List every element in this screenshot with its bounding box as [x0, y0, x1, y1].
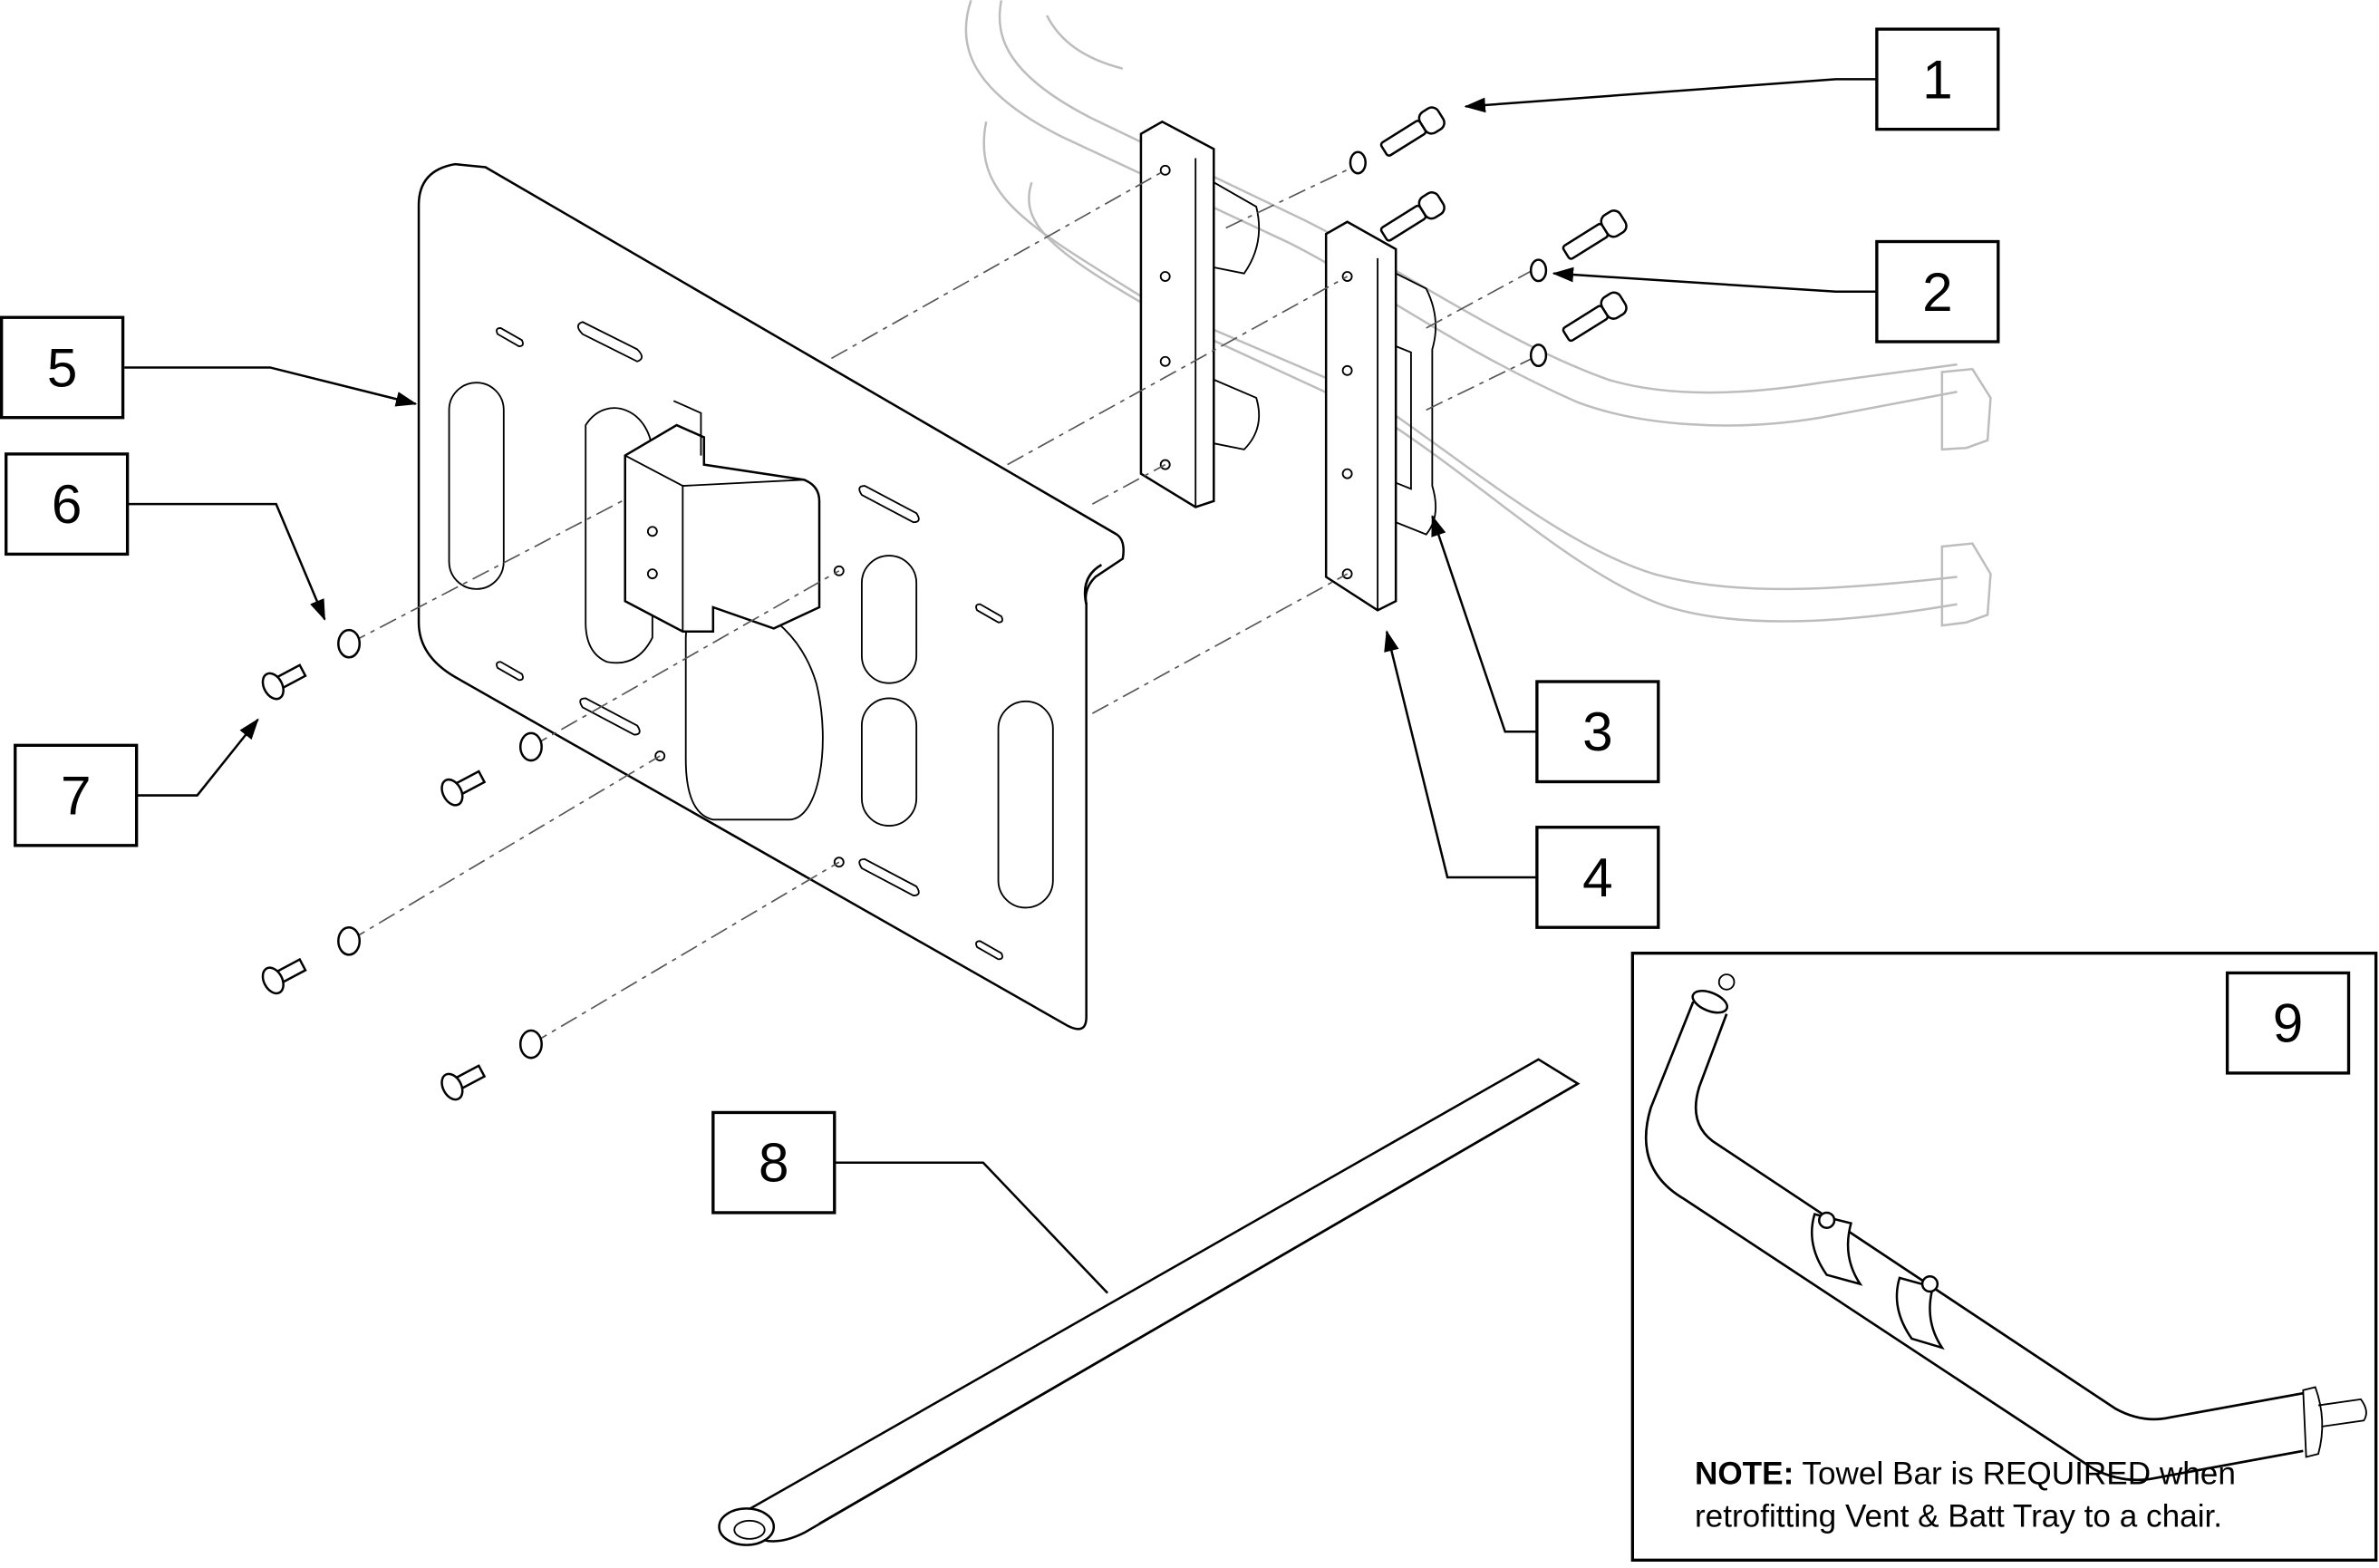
callout-5: 5	[0, 315, 125, 420]
towel-bar-inset: 9 NOTE: Towel Bar is REQUIRED when retro…	[1630, 952, 2378, 1562]
button-screws	[261, 663, 487, 1101]
callout-2: 2	[1875, 239, 2000, 344]
callout-4: 4	[1535, 826, 1660, 929]
callout-9: 9	[2225, 971, 2351, 1075]
clamp-block-front	[1324, 220, 1437, 612]
mounting-plate	[417, 162, 1125, 1031]
callout-6: 6	[5, 452, 130, 557]
callout-number: 7	[61, 765, 92, 827]
callout-number: 4	[1582, 847, 1613, 908]
lock-washers	[1349, 150, 1548, 368]
callout-7: 7	[14, 743, 139, 847]
plate-bracket	[624, 400, 821, 634]
clamp-block-rear	[1139, 120, 1261, 508]
callout-number: 5	[47, 336, 78, 398]
assembly-centerlines	[348, 160, 1539, 1045]
leader-lines	[124, 78, 1877, 1294]
callout-8: 8	[711, 1110, 837, 1215]
callout-number: 2	[1922, 261, 1953, 323]
callout-1: 1	[1875, 27, 2000, 131]
washers-left	[337, 628, 543, 1060]
inset-note-line-1: NOTE: Towel Bar is REQUIRED when	[1695, 1457, 2236, 1492]
strap	[718, 1058, 1581, 1546]
cap-screws	[1379, 106, 1628, 343]
towel-bar	[1644, 973, 2367, 1482]
callout-number: 1	[1922, 48, 1953, 110]
inset-note-line-2: retrofitting Vent & Batt Tray to a chair…	[1695, 1498, 2222, 1534]
callout-number: 3	[1582, 701, 1613, 762]
chair-frame-ghost	[964, 0, 1992, 627]
callout-number: 9	[2273, 992, 2304, 1054]
callout-number: 8	[759, 1132, 789, 1194]
callout-number: 6	[52, 473, 82, 535]
callout-3: 3	[1535, 680, 1660, 784]
note-text-1: Towel Bar is REQUIRED when	[1794, 1457, 2236, 1492]
note-label: NOTE:	[1695, 1457, 1794, 1492]
